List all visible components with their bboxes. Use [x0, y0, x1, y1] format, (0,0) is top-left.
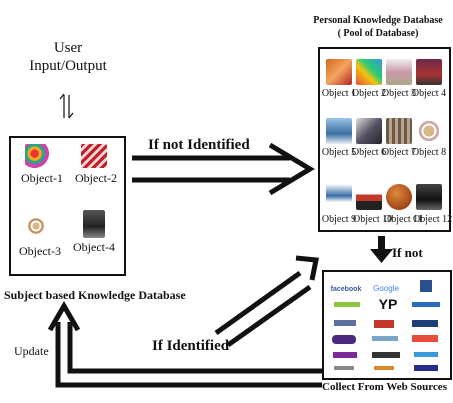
pobject-12-image	[416, 184, 442, 210]
web-logo-11	[372, 336, 398, 341]
personal-db-title-line1: Personal Knowledge Database	[313, 15, 443, 26]
pobject-6-label: Object 6	[351, 147, 387, 158]
google-logo: Google	[373, 284, 399, 293]
update-arrow	[47, 301, 322, 388]
pobject-3-label: Object 3	[381, 88, 417, 99]
web-logo-12	[412, 335, 438, 342]
user-label: User	[53, 40, 83, 56]
pobject-3-image	[386, 59, 412, 85]
facebook-logo: facebook	[330, 286, 362, 293]
web-logo-15	[414, 352, 438, 357]
web-logo-7	[334, 320, 356, 326]
web-logo-18	[414, 365, 438, 371]
personal-db-title-line2: ( Pool of Database)	[337, 28, 419, 39]
yp-logo: YP	[378, 296, 398, 312]
if-not-arrow	[370, 236, 393, 263]
if-not-label: If not	[392, 245, 423, 260]
web-logo-4	[334, 302, 360, 307]
pobject-1-image	[326, 59, 352, 85]
subject-db-caption: Subject based Knowledge Database	[4, 288, 186, 302]
if-identified-label: If Identified	[152, 338, 230, 354]
pobject-7-label: Object 7	[381, 147, 417, 158]
user-io-arrows-icon	[59, 93, 74, 119]
pobject-4-label: Object 4	[411, 88, 447, 99]
pobject-5-label: Object 5	[321, 147, 357, 158]
web-logo-17	[374, 366, 394, 370]
web-logo-9	[412, 320, 438, 327]
pobject-11-label: Object 11	[384, 214, 423, 225]
pobject-2-label: Object 2	[351, 88, 387, 99]
web-sources-caption: Collect From Web Sources	[322, 381, 447, 393]
personal-db-title: Personal Knowledge Database ( Pool of Da…	[304, 14, 452, 40]
personal-db-box: Object 1 Object 2 Object 3 Object 4 Obje…	[318, 47, 453, 232]
user-io-label: User Input/Output	[28, 39, 108, 75]
pobject-4-image	[416, 59, 442, 85]
if-identified-arrow	[214, 255, 319, 348]
if-not-identified-label: If not Identified	[148, 137, 250, 153]
pobject-8-image	[416, 118, 442, 144]
object-4-image	[83, 210, 105, 238]
pobject-9-image	[326, 184, 352, 210]
pobject-10-image	[356, 184, 382, 210]
web-sources-box: facebook Google YP	[322, 270, 452, 380]
subject-object-4-label: Object-4	[73, 240, 115, 254]
if-not-identified-arrow	[132, 142, 315, 196]
pobject-10-label: Object 10	[353, 214, 393, 225]
pobject-2-image	[356, 59, 382, 85]
web-logo-13	[333, 352, 357, 358]
pobject-12-label: Object 12	[413, 214, 453, 225]
object-1-image	[25, 144, 49, 168]
object-3-image	[21, 214, 51, 238]
pobject-5-image	[326, 118, 352, 144]
pobject-1-label: Object 1	[321, 88, 357, 99]
pobject-9-label: Object 9	[321, 214, 357, 225]
pobject-6-image	[356, 118, 382, 144]
subject-db-box: Object-1 Object-2 Object-3 Object-4	[9, 136, 126, 276]
subject-object-2-label: Object-2	[75, 171, 117, 185]
web-logo-10	[332, 335, 356, 344]
pobject-7-image	[386, 118, 412, 144]
input-output-label: Input/Output	[29, 58, 107, 74]
pobject-8-label: Object 8	[411, 147, 447, 158]
web-logo-16	[334, 366, 354, 370]
subject-object-3-label: Object-3	[19, 244, 61, 258]
object-2-image	[81, 144, 107, 168]
pobject-11-image	[386, 184, 412, 210]
web-logo-8	[374, 320, 394, 328]
web-logo-6	[412, 302, 440, 307]
web-logo-14	[372, 352, 400, 358]
web-logo-3	[420, 280, 432, 292]
update-label: Update	[14, 344, 49, 358]
subject-object-1-label: Object-1	[21, 171, 63, 185]
